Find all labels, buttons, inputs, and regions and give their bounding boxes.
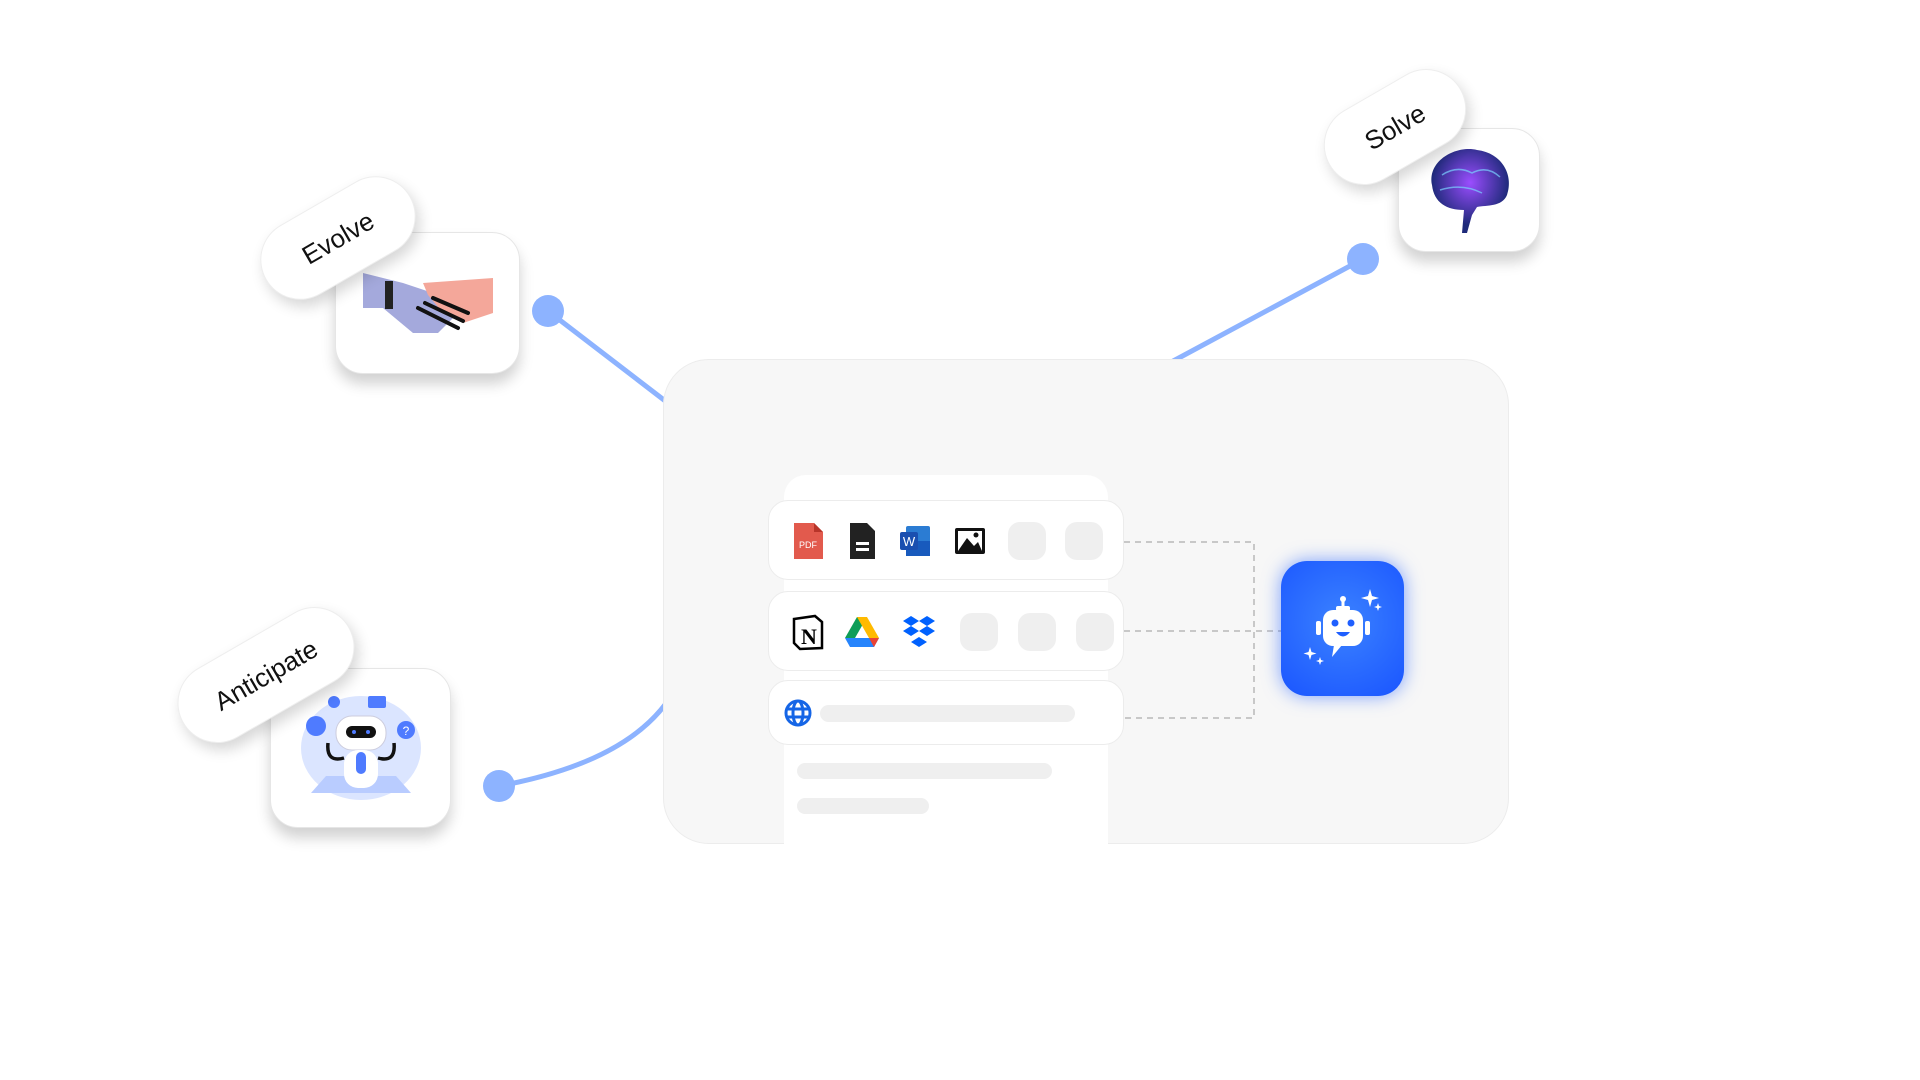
brain-illustration — [1430, 149, 1509, 233]
pdf-icon: PDF — [794, 523, 823, 559]
robot-assistant-illustration: ? — [300, 696, 421, 800]
document-icon — [850, 523, 875, 559]
solve-tile — [1398, 128, 1540, 252]
placeholder-bar — [797, 763, 1052, 779]
globe-icon — [784, 699, 812, 727]
image-icon — [955, 528, 985, 554]
dropbox-icon — [903, 616, 935, 647]
solve-text: Solve — [1359, 97, 1431, 156]
placeholder-icon — [960, 613, 998, 651]
svg-text:N: N — [801, 624, 817, 649]
cloud-sources-row: N — [768, 591, 1124, 671]
google-drive-icon — [845, 617, 879, 647]
placeholder-icon — [1008, 522, 1046, 560]
url-placeholder-bar — [820, 705, 1075, 722]
svg-text:W: W — [903, 534, 916, 549]
anticipate-node-dot — [483, 770, 515, 802]
file-sources-row: PDF W — [768, 500, 1124, 580]
notion-icon: N — [792, 614, 824, 651]
placeholder-icon — [1065, 522, 1103, 560]
placeholder-icon — [1076, 613, 1114, 651]
evolve-connector — [545, 308, 680, 413]
handshake-illustration — [362, 273, 493, 333]
ai-assistant-tile[interactable] — [1281, 561, 1404, 696]
solve-connector — [1146, 256, 1366, 377]
svg-text:?: ? — [402, 724, 409, 738]
svg-text:PDF: PDF — [799, 540, 818, 550]
evolve-text: Evolve — [296, 205, 380, 271]
placeholder-bar — [797, 798, 929, 814]
robot-chat-icon — [1303, 588, 1382, 665]
word-icon: W — [900, 526, 930, 556]
placeholder-icon — [1018, 613, 1056, 651]
web-source-row — [768, 680, 1124, 745]
evolve-node-dot — [532, 295, 564, 327]
solve-node-dot — [1347, 243, 1379, 275]
